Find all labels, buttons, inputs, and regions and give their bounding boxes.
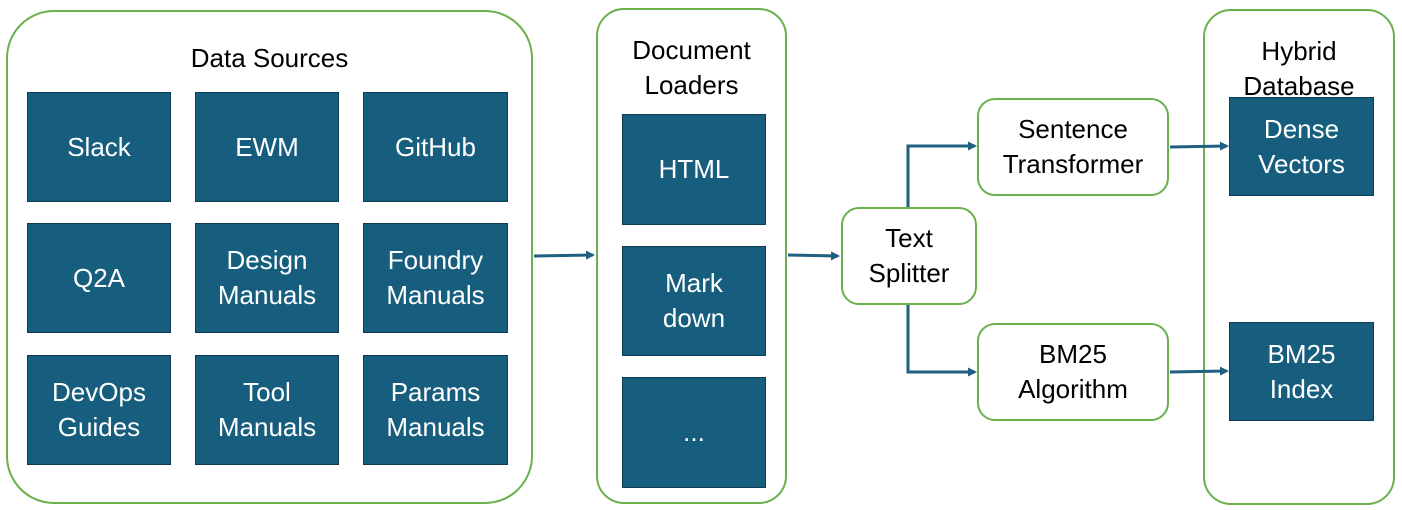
bm25-algorithm-node: BM25 Algorithm	[977, 323, 1169, 421]
data-sources-title: Data Sources	[190, 43, 349, 73]
source-github: GitHub	[363, 92, 508, 202]
source-foundry-manuals: Foundry Manuals	[363, 223, 508, 333]
document-loaders-title: Document Loaders	[632, 35, 751, 100]
arrow-loaders-to-splitter	[787, 251, 840, 261]
arrow-splitter-to-bm25	[906, 305, 977, 377]
hybrid-database-title: Hybrid Database	[1243, 36, 1355, 101]
bm25-index-store: BM25 Index	[1229, 322, 1374, 421]
hybrid-database-group: Hybrid Database	[1203, 9, 1395, 505]
source-design-manuals: Design Manuals	[195, 223, 339, 333]
source-tool-manuals: Tool Manuals	[195, 355, 339, 465]
loader-more: ...	[622, 377, 766, 488]
arrow-sources-to-loaders	[533, 250, 595, 260]
loader-markdown: Mark down	[622, 246, 766, 356]
source-q2a: Q2A	[27, 223, 171, 333]
source-devops-guides: DevOps Guides	[27, 355, 171, 465]
source-slack: Slack	[27, 92, 171, 202]
sentence-transformer-node: Sentence Transformer	[977, 98, 1169, 196]
text-splitter-node: Text Splitter	[841, 207, 977, 305]
source-params-manuals: Params Manuals	[363, 355, 508, 465]
loader-html: HTML	[622, 114, 766, 225]
source-ewm: EWM	[195, 92, 339, 202]
dense-vectors-store: Dense Vectors	[1229, 97, 1374, 196]
arrow-splitter-to-transformer	[906, 141, 977, 207]
